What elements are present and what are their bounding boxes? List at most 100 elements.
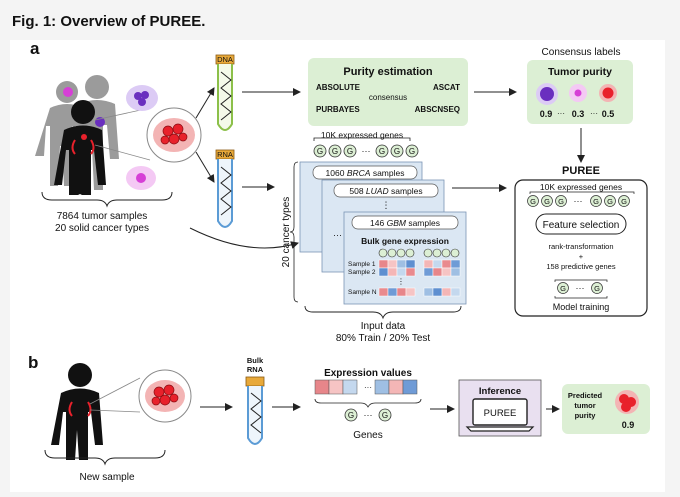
matrix-sample-1: Sample 1 <box>348 261 376 268</box>
dna-tube-label: DNA <box>217 55 233 64</box>
gene-glyph: G <box>593 197 599 206</box>
expression-cell <box>388 379 404 395</box>
matrix-cell <box>405 259 416 269</box>
gene-dots: ··· <box>362 146 371 156</box>
bulk-rna-tube-icon <box>245 376 265 445</box>
samples-count-text: 7864 tumor samples <box>57 211 148 222</box>
patient-silhouettes <box>35 75 119 195</box>
gene-dots: ··· <box>364 410 373 420</box>
inference-puree-label: PUREE <box>484 408 517 419</box>
puree-gene-row: G G G ··· G G G <box>527 195 630 207</box>
matrix-cell <box>432 287 443 297</box>
feature-selection-box <box>535 213 627 235</box>
matrix-cell <box>432 267 443 277</box>
stack-vdots-1: ⋮ <box>382 200 391 210</box>
gene-glyph: G <box>382 411 388 420</box>
laptop-icon <box>465 398 535 432</box>
input-data-label: Input data <box>361 321 406 332</box>
purity-estimation-box <box>308 58 468 126</box>
matrix-cell <box>450 267 461 277</box>
rna-tube-icon <box>215 149 235 228</box>
matrix-cell <box>396 287 407 297</box>
samples-brace <box>41 191 173 208</box>
model-training-label: Model training <box>553 302 610 312</box>
tumor-purity-ellipsis-2: ··· <box>590 109 598 118</box>
bulk-expression-title: Bulk gene expression <box>361 236 449 246</box>
predictive-genes-label: 158 predictive genes <box>546 262 615 271</box>
gene-dots: ··· <box>574 196 583 206</box>
tumor-purity-value-3: 0.5 <box>602 109 615 119</box>
rank-transformation-label: rank-transformation <box>548 242 613 251</box>
lungs-icon <box>68 401 92 417</box>
consensus-labels-title: Consensus labels <box>542 47 621 58</box>
cancer-type-stack: 1060 BRCA samples ··· 508 LUAD samples ⋮… <box>299 161 467 305</box>
matrix-cell <box>387 259 398 269</box>
gene-glyph: G <box>607 197 613 206</box>
cancer-types-count-text: 20 solid cancer types <box>55 223 149 234</box>
gene-glyph: G <box>558 197 564 206</box>
predicted-line1: Predicted <box>568 391 603 400</box>
stack-card-brca-label: 1060 BRCA samples <box>326 168 405 178</box>
matrix-vdots: ⋮ <box>397 277 405 286</box>
expression-cell <box>402 379 418 395</box>
matrix-gene-header <box>378 248 460 258</box>
matrix-cell <box>450 287 461 297</box>
bulk-rna-label-line1: Bulk <box>247 356 264 365</box>
tumor-purity-red-icon <box>599 84 617 102</box>
expression-dots: ··· <box>364 383 372 392</box>
matrix-cell <box>387 287 398 297</box>
tumor-purity-value-1: 0.9 <box>540 109 553 119</box>
expression-values-bar <box>314 379 418 395</box>
expression-cell <box>314 379 330 395</box>
gene-glyph: G <box>332 147 338 156</box>
matrix-cell <box>450 259 461 269</box>
method-purbayes: PURBAYES <box>316 105 360 114</box>
tumor-purity-title: Tumor purity <box>548 66 612 78</box>
tumor-purity-value-2: 0.3 <box>572 109 585 119</box>
matrix-cell <box>378 259 389 269</box>
method-ascat: ASCAT <box>433 83 460 92</box>
cancer-types-vertical-label: 20 cancer types <box>281 197 292 268</box>
train-test-split-label: 80% Train / 20% Test <box>336 333 431 344</box>
panel-b-label: b <box>28 353 38 372</box>
gene-dots: ··· <box>576 283 585 293</box>
gene-glyph: G <box>530 197 536 206</box>
tumor-dot-magenta <box>63 87 73 97</box>
lungs-icon <box>71 139 95 155</box>
tumor-tissue-magenta-icon <box>126 166 156 190</box>
gene-glyph: G <box>621 197 627 206</box>
panel-a-label: a <box>30 39 40 58</box>
rna-tube-label: RNA <box>217 150 233 159</box>
gene-glyph: G <box>394 147 400 156</box>
gene-glyph: G <box>379 147 385 156</box>
gene-glyph: G <box>317 147 323 156</box>
expression-matrix: ⋮ <box>378 259 461 297</box>
new-sample-label: New sample <box>79 472 134 483</box>
stack-card-luad-label: 508 LUAD samples <box>349 186 422 196</box>
predicted-tumor-icon <box>615 390 639 414</box>
matrix-cell <box>405 287 416 297</box>
predicted-line2: tumor <box>574 401 595 410</box>
tumor-purity-ellipsis-1: ··· <box>557 109 565 118</box>
feature-selection-label: Feature selection <box>543 220 620 231</box>
matrix-cell <box>441 267 452 277</box>
matrix-cell <box>423 259 434 269</box>
gene-glyph: G <box>560 284 566 293</box>
matrix-cell <box>378 267 389 277</box>
expression-cell <box>374 379 390 395</box>
gene-glyph: G <box>594 284 600 293</box>
expression-cell <box>328 379 344 395</box>
tumor-purity-magenta-icon <box>569 84 587 102</box>
matrix-cell <box>405 267 416 277</box>
inference-title: Inference <box>479 386 521 397</box>
expression-cell <box>342 379 358 395</box>
gene-glyph: G <box>348 411 354 420</box>
tumor-purity-purple-icon <box>536 83 558 105</box>
puree-genes-title: 10K expressed genes <box>540 182 622 192</box>
stack-genes-title: 10K expressed genes <box>321 130 403 140</box>
matrix-cell <box>423 267 434 277</box>
figure-caption: Fig. 1: Overview of PUREE. <box>12 13 205 30</box>
new-sample-tumor-icon <box>145 380 185 412</box>
puree-model-title: PUREE <box>562 165 600 177</box>
